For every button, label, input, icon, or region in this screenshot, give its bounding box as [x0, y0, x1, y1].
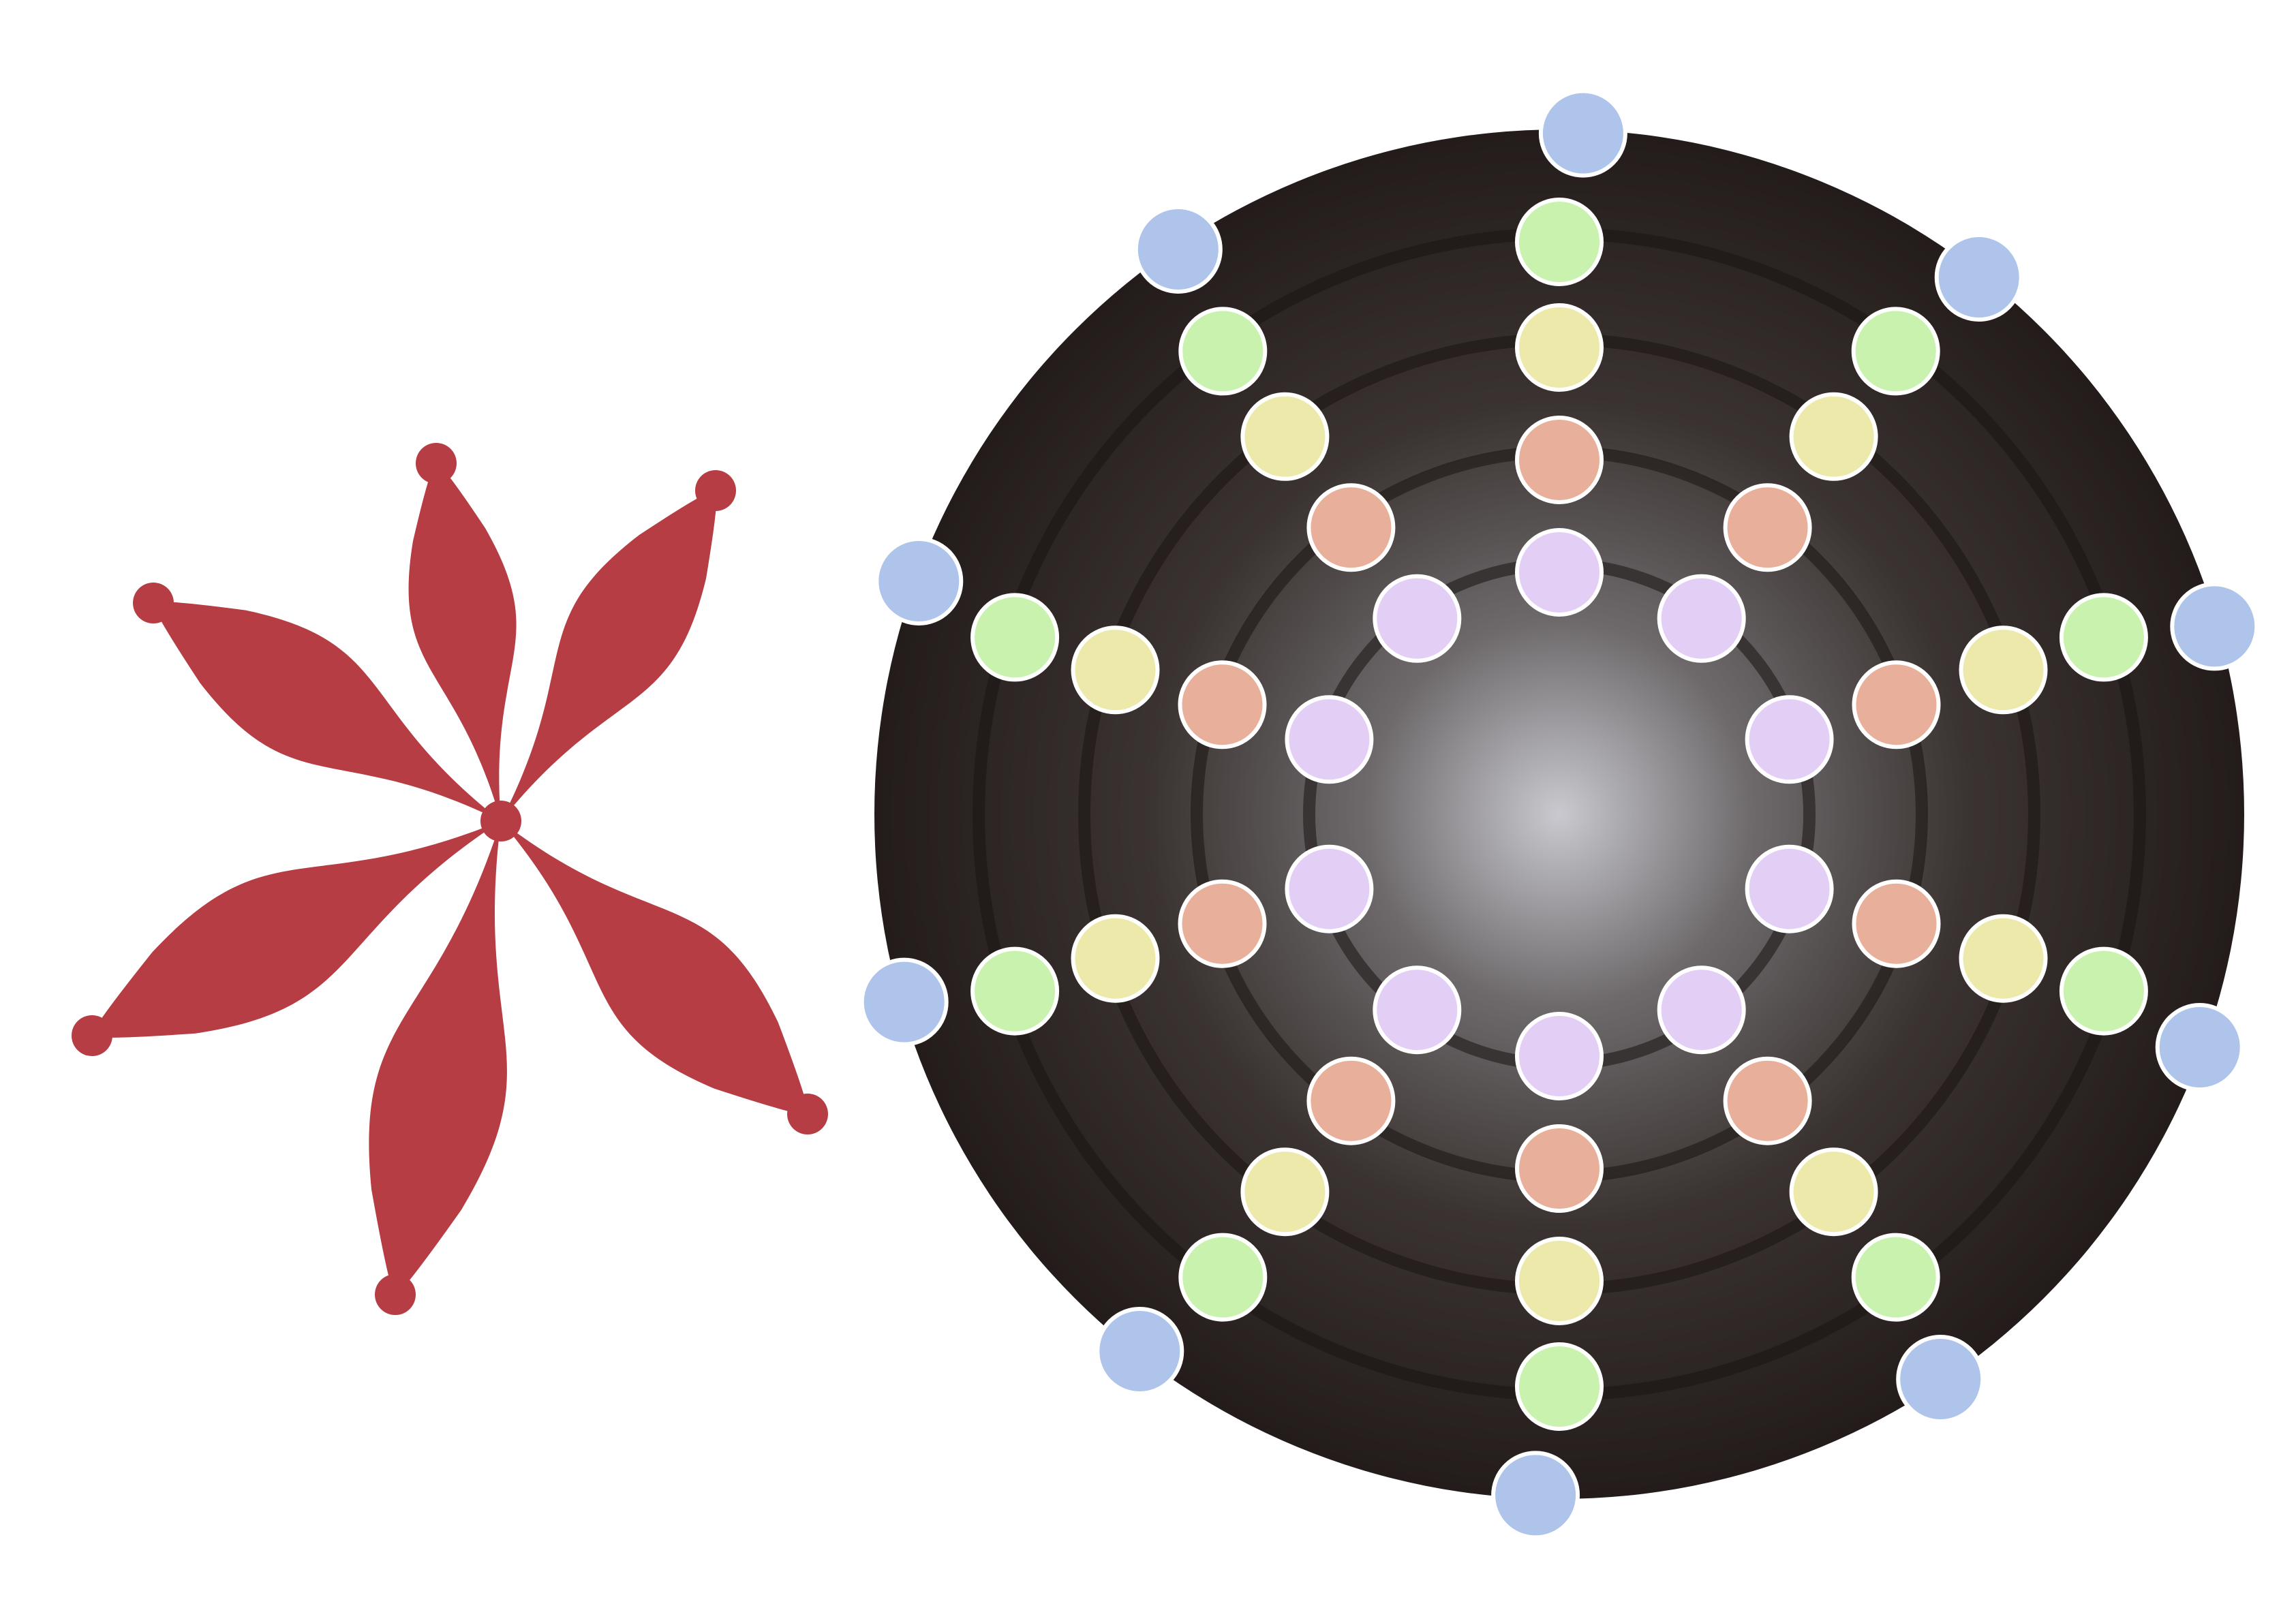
electron-dot [1723, 483, 1812, 572]
star-petal [408, 463, 517, 821]
electron-dot [1745, 844, 1834, 933]
electron-dot [1851, 307, 1940, 396]
ring-1-inner [1285, 528, 1834, 1100]
electron-dot [1745, 695, 1834, 784]
star-shape [72, 443, 828, 1315]
electron-dot [1515, 1237, 1604, 1325]
ring-3 [1071, 303, 2048, 1325]
electron-dot [1071, 625, 1160, 715]
electron-dot [1789, 392, 1878, 481]
star-petal-tip [787, 1094, 828, 1134]
electron-dot [1178, 879, 1267, 968]
star-petal [91, 821, 501, 1038]
electron-dot [1240, 1147, 1330, 1237]
electron-dot [1285, 695, 1374, 784]
electron-dot [1959, 914, 2048, 1003]
electron-dot [970, 593, 1060, 682]
electron-dot [1515, 198, 1604, 286]
electron-dot [1515, 303, 1604, 392]
electron-dot [1657, 574, 1746, 663]
electron-dot [1515, 416, 1604, 504]
electron-dot [1178, 660, 1267, 749]
electron-dot [1095, 1307, 1184, 1395]
star-petal [501, 821, 808, 1115]
electron-dot [1657, 965, 1746, 1055]
electron-dot [1178, 1233, 1268, 1322]
electron-dot [1852, 660, 1941, 749]
electron-dot [1515, 1342, 1604, 1431]
star-petal [501, 490, 717, 821]
ring-2 [1178, 416, 1941, 1213]
electron-dot [1896, 1335, 1985, 1423]
concentric-disc [859, 89, 2259, 1540]
electron-dot [1178, 307, 1268, 396]
star-center [480, 801, 521, 841]
electron-dot [2059, 593, 2148, 682]
electron-dot [1515, 528, 1604, 617]
electron-dot [859, 957, 949, 1047]
electron-dot [1373, 574, 1462, 663]
electron-dot [1491, 1451, 1580, 1540]
electron-dot [1538, 89, 1627, 178]
electron-dot [2170, 582, 2259, 671]
electron-dot [1959, 625, 2048, 715]
disc-background [874, 129, 2244, 1499]
star-petal [369, 821, 507, 1295]
electron-dot [1851, 1233, 1940, 1322]
electron-dot [1133, 205, 1223, 294]
electron-dot [1240, 392, 1330, 481]
star-petal-tip [695, 470, 736, 511]
electron-dot [1789, 1147, 1878, 1237]
star-petal-tip [416, 443, 457, 484]
electron-dot [2155, 1003, 2244, 1092]
electron-dot [1934, 233, 2023, 322]
electron-dot [2059, 946, 2148, 1036]
electron-dot [1373, 965, 1462, 1055]
electron-dot [1515, 1124, 1604, 1213]
star-petal-tip [133, 583, 174, 623]
star-petal [153, 602, 502, 821]
electron-dot [1515, 1012, 1604, 1100]
star-petal-tip [375, 1274, 416, 1315]
electron-dot [1306, 483, 1396, 572]
ring-4 [970, 198, 2148, 1431]
electron-dot [1285, 844, 1374, 933]
electron-dot [1723, 1056, 1812, 1145]
electron-dot [874, 537, 964, 625]
ring-5-outer [859, 89, 2259, 1540]
electron-dot [1306, 1056, 1396, 1145]
electron-dot [1852, 879, 1941, 968]
star-petal-tip [72, 1015, 112, 1056]
electron-dot [970, 946, 1060, 1036]
electron-dot [1071, 914, 1160, 1003]
